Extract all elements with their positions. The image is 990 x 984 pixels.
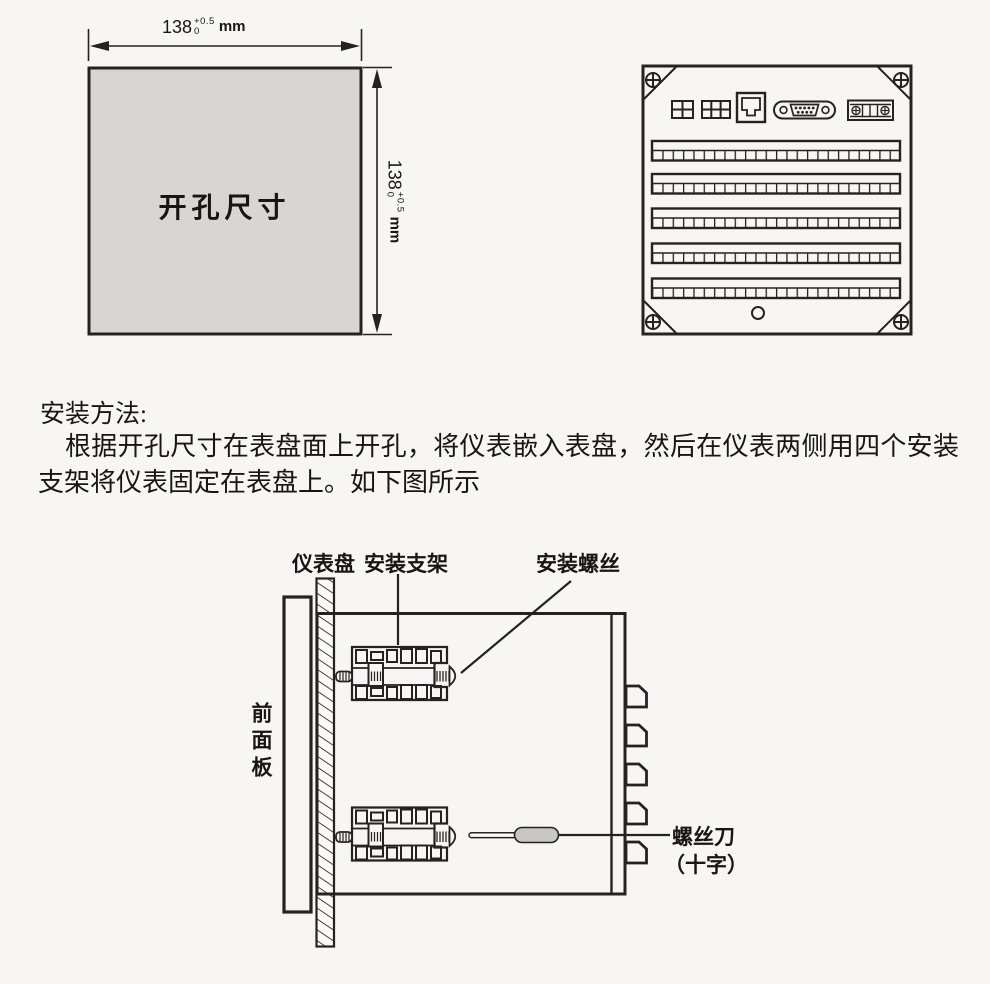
phillips-screw-icon <box>645 314 661 330</box>
instrument-body <box>315 612 627 896</box>
power-terminal-icon <box>847 99 894 121</box>
screw-head <box>448 664 457 688</box>
terminal-strip <box>650 139 902 162</box>
screwdriver-handle <box>513 826 560 844</box>
width-dimension-arrow <box>87 29 363 61</box>
installation-diagram <box>282 574 670 948</box>
instruction-paragraph: 根据开孔尺寸在表盘面上开孔，将仪表嵌入表盘，然后在仪表两侧用四个安装支架将仪表固… <box>38 432 959 497</box>
terminal-strip <box>650 242 902 265</box>
height-dimension-arrow <box>363 66 392 336</box>
section-title: 安装方法: <box>40 401 147 428</box>
cutout-square-label: 开孔尺寸 <box>158 193 291 224</box>
label-mounting-bracket: 安装支架 <box>364 552 448 576</box>
instrument-panel-hatched <box>315 577 336 948</box>
phillips-screw-icon <box>893 72 909 88</box>
mounting-bracket <box>335 645 457 702</box>
front-panel <box>282 595 313 914</box>
height-dimension-label: 138 +0.5 0 mm <box>385 137 406 267</box>
width-unit: mm <box>218 18 246 35</box>
label-front-panel: 前面板 <box>249 702 273 783</box>
screw-leader-line <box>460 580 572 674</box>
width-tolerance: +0.5 0 <box>194 16 215 37</box>
width-value: 138 <box>162 16 193 37</box>
label-screwdriver: 螺丝刀 <box>672 825 735 849</box>
db9-serial-port-icon <box>773 100 836 120</box>
phillips-screw-icon <box>645 72 661 88</box>
label-mounting-screw: 安装螺丝 <box>536 552 620 576</box>
terminal-strip <box>650 277 902 300</box>
rear-panel-drawing <box>641 64 913 336</box>
terminal-2pin-icon <box>671 100 694 119</box>
screwdriver-icon <box>468 826 560 844</box>
rear-terminal-tabs <box>624 684 648 865</box>
rj45-jack-icon <box>735 91 767 124</box>
terminal-3pin-icon <box>701 100 731 119</box>
label-screwdriver-type: （十字） <box>664 853 748 877</box>
label-instrument-panel: 仪表盘 <box>292 552 355 576</box>
height-value: 138 <box>385 159 405 190</box>
phillips-screw-icon <box>893 314 909 330</box>
panel-hole <box>751 306 765 320</box>
cutout-square <box>87 66 363 336</box>
terminal-strip <box>650 172 902 195</box>
height-unit: mm <box>386 216 404 244</box>
terminal-strip <box>650 207 902 230</box>
height-tolerance: +0.5 0 <box>385 191 406 213</box>
width-dimension-label: 138 +0.5 0 mm <box>162 17 246 36</box>
cutout-dimension-drawing <box>87 29 392 336</box>
